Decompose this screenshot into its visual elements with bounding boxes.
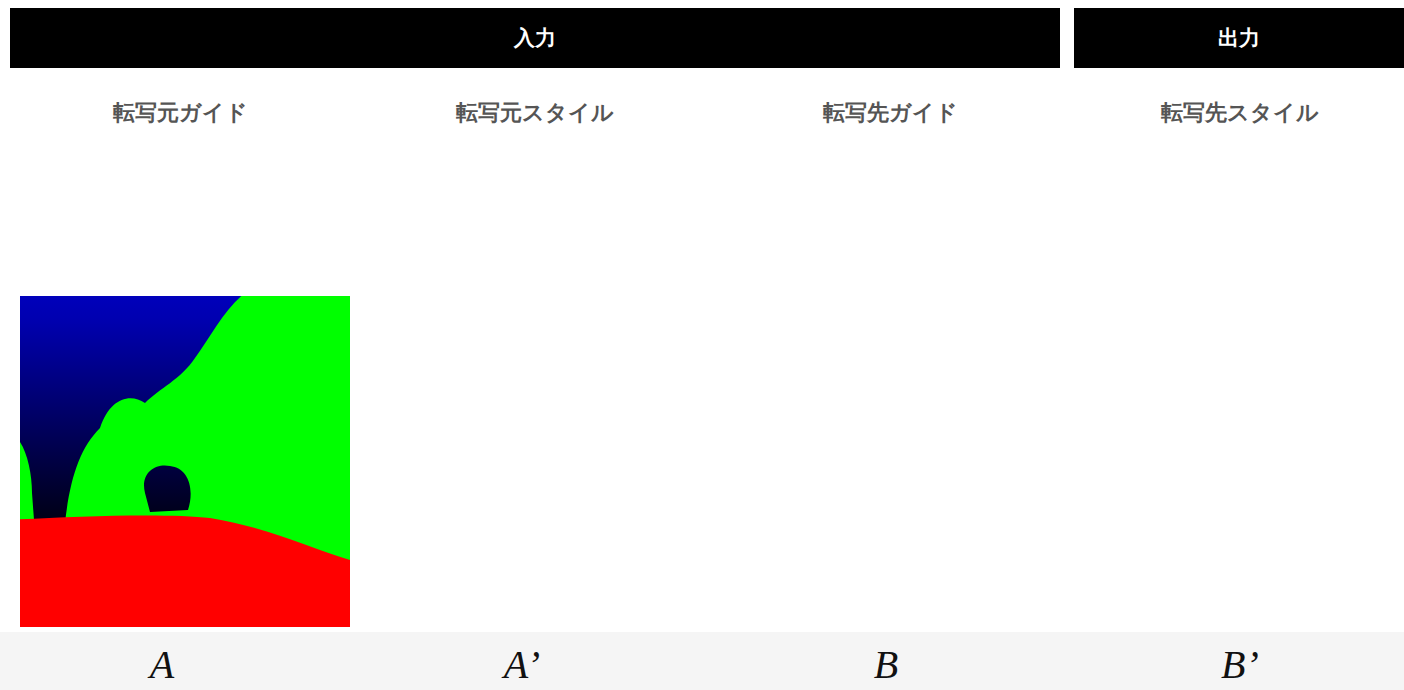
panel-letter: B: [874, 641, 898, 688]
header-bar: 出力: [1074, 8, 1404, 68]
column-heading: 転写先ガイド: [823, 98, 958, 128]
panel-letter: A: [150, 641, 174, 688]
header-text: 出力: [1218, 24, 1260, 52]
panel-letter: B’: [1221, 641, 1259, 688]
panel-letter: A’: [504, 641, 540, 688]
header-text: 入力: [514, 24, 556, 52]
column-heading: 転写元ガイド: [113, 98, 248, 128]
column-heading: 転写元スタイル: [456, 98, 614, 128]
column-heading: 転写先スタイル: [1161, 98, 1319, 128]
header-bar: 入力: [10, 8, 1060, 68]
